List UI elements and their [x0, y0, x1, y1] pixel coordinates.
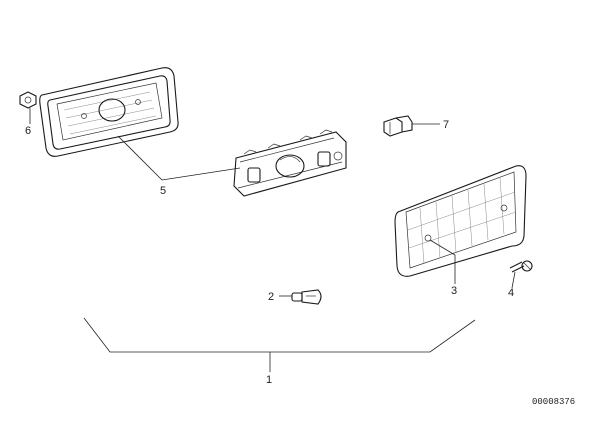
- lamp-housing-frame: [39, 67, 179, 157]
- callout-2: 2: [268, 291, 274, 303]
- callout-7: 7: [443, 119, 449, 131]
- leader-lines: [29, 108, 516, 372]
- callout-4: 4: [508, 287, 514, 299]
- callout-3: 3: [451, 285, 457, 297]
- callout-5: 5: [160, 185, 166, 197]
- clip: [383, 115, 413, 137]
- reference-number: 00008376: [532, 397, 575, 407]
- bulb: [291, 289, 322, 305]
- lamp-lens: [394, 165, 527, 277]
- callout-1: 1: [266, 374, 272, 386]
- nut: [19, 91, 37, 109]
- screw: [509, 260, 533, 273]
- bulb-holder-plate: [233, 129, 347, 197]
- callout-6: 6: [25, 125, 31, 137]
